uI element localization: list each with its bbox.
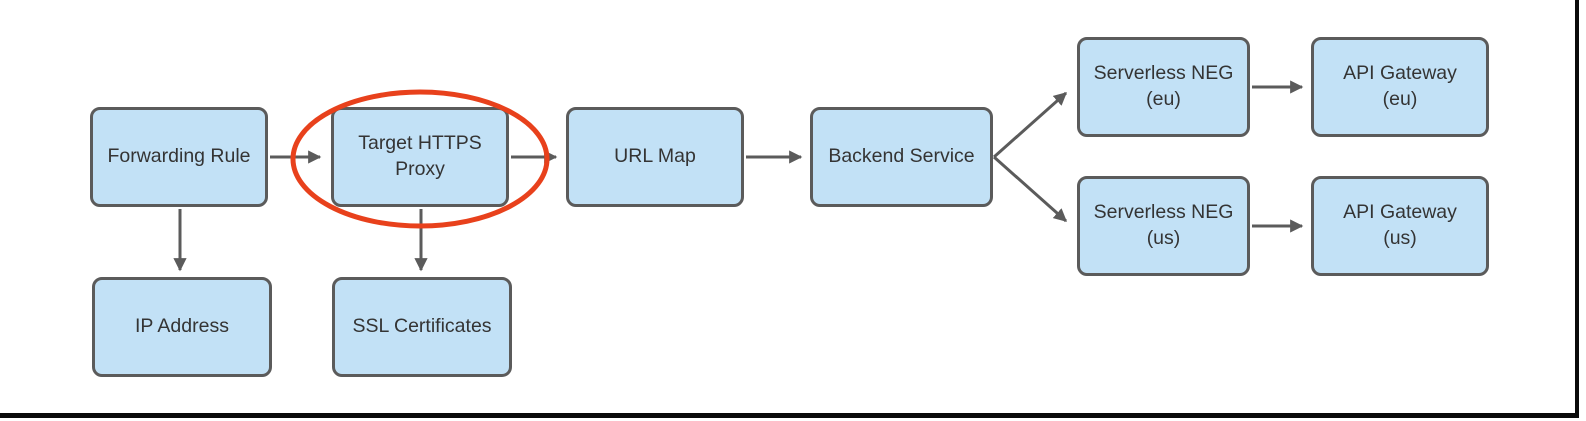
node-url-map: URL Map (566, 107, 744, 207)
frame-right-border (1575, 0, 1579, 418)
node-api-gateway-eu: API Gateway (eu) (1311, 37, 1489, 137)
node-serverless-neg-eu-label: Serverless NEG (eu) (1093, 62, 1234, 110)
node-serverless-neg-us-label: Serverless NEG (us) (1093, 201, 1234, 249)
node-ip-address-label: IP Address (135, 315, 229, 338)
node-ssl-certificates: SSL Certificates (332, 277, 512, 377)
node-forwarding-rule: Forwarding Rule (90, 107, 268, 207)
node-api-gateway-us: API Gateway (us) (1311, 176, 1489, 276)
node-backend-service-label: Backend Service (828, 145, 975, 168)
node-target-https-proxy-label: Target HTTPS Proxy (358, 132, 482, 180)
node-target-https-proxy: Target HTTPS Proxy (331, 107, 509, 207)
edge-backend-service-to-serverless-neg-eu (993, 91, 1067, 159)
node-api-gateway-us-label: API Gateway (us) (1343, 201, 1457, 249)
node-backend-service: Backend Service (810, 107, 993, 207)
node-ssl-certificates-label: SSL Certificates (352, 315, 492, 338)
node-ip-address: IP Address (92, 277, 272, 377)
node-serverless-neg-us: Serverless NEG (us) (1077, 176, 1250, 276)
node-serverless-neg-eu: Serverless NEG (eu) (1077, 37, 1250, 137)
node-forwarding-rule-label: Forwarding Rule (107, 145, 251, 168)
edge-backend-service-to-serverless-neg-us (993, 155, 1067, 223)
node-url-map-label: URL Map (614, 145, 696, 168)
frame-bottom-border (0, 413, 1579, 418)
node-api-gateway-eu-label: API Gateway (eu) (1343, 62, 1457, 110)
